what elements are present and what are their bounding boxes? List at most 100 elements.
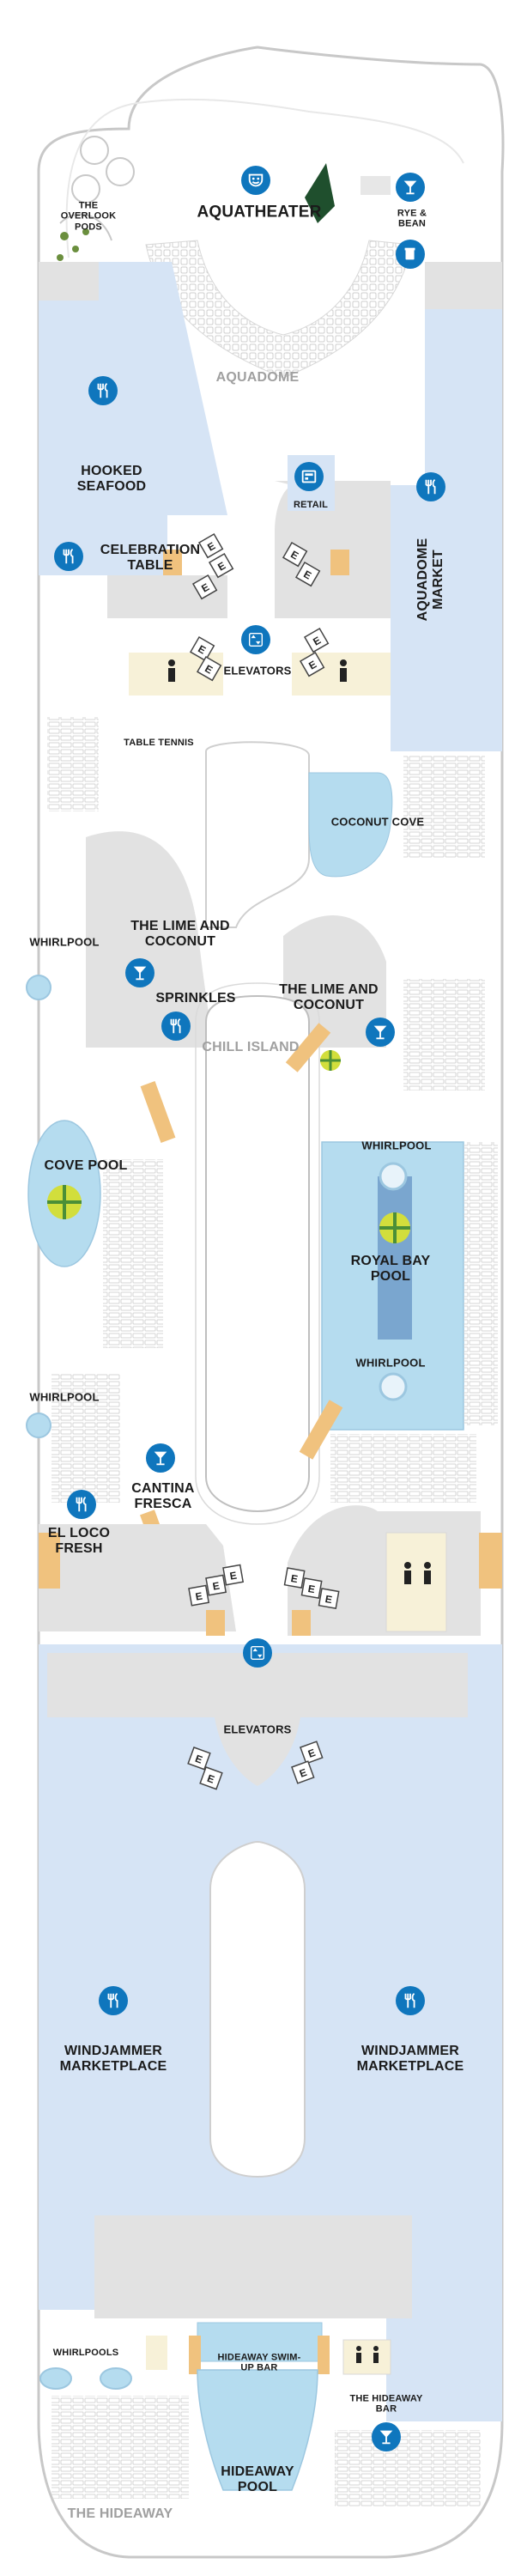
wood-walkway-2 bbox=[285, 1023, 331, 1072]
label-coconut-cove: COCONUT COVE bbox=[330, 815, 425, 829]
bow-outline bbox=[65, 98, 464, 258]
label-lime-coconut-2: THE LIME AND COCONUT bbox=[279, 982, 379, 1012]
dining-icon bbox=[88, 376, 118, 405]
label-celebration-table: CELEBRATION TABLE bbox=[100, 543, 201, 573]
elevator-icon bbox=[241, 625, 270, 654]
umbrella-royal-bay bbox=[379, 1212, 410, 1243]
label-hideaway-bar: THE HIDEAWAY BAR bbox=[349, 2393, 423, 2415]
coffee-icon bbox=[396, 240, 425, 269]
hideaway-whirlpool-2 bbox=[100, 2367, 132, 2390]
label-chill-island: CHILL ISLAND bbox=[202, 1040, 300, 1055]
loungers-right-mid bbox=[403, 979, 485, 1091]
fwd-stair-left bbox=[163, 550, 182, 575]
aquatheater-platform bbox=[360, 176, 391, 195]
dining-icon bbox=[54, 542, 83, 571]
label-hideaway-pool: HIDEAWAY POOL bbox=[221, 2464, 294, 2494]
restroom-figures bbox=[168, 659, 431, 2363]
chill-island-left bbox=[86, 831, 215, 1048]
cocktail-icon bbox=[372, 2422, 401, 2451]
dining-icon bbox=[416, 472, 445, 501]
wood-walkway-1 bbox=[140, 1081, 176, 1143]
theater-icon bbox=[241, 166, 270, 195]
hideaway-loungers bbox=[52, 2396, 189, 2499]
elevators-fwd-group: E E E E E E E E E bbox=[189, 532, 330, 682]
label-aquadome-market: AQUADOME MARKET bbox=[415, 538, 445, 622]
bow-grey-left bbox=[39, 262, 99, 301]
label-windjammer-1: WINDJAMMER MARKETPLACE bbox=[59, 2044, 167, 2074]
elevator-letter: E bbox=[324, 1593, 333, 1606]
label-whirlpool-3: WHIRLPOOL bbox=[355, 1356, 426, 1370]
elevator-icon bbox=[243, 1638, 272, 1668]
retail-icon bbox=[294, 462, 324, 491]
loungers-royal-bay bbox=[464, 1142, 498, 1425]
label-whirlpools: WHIRLPOOLS bbox=[52, 2347, 119, 2358]
whirlpool-circle-1 bbox=[26, 975, 52, 1000]
label-royal-bay-pool: ROYAL BAY POOL bbox=[350, 1254, 431, 1284]
dining-icon bbox=[161, 1012, 191, 1041]
whirlpool-circle-2 bbox=[379, 1162, 408, 1191]
elevator-letter: E bbox=[229, 1570, 238, 1583]
hideaway-stair-left bbox=[146, 2336, 167, 2370]
loungers-fwd-right bbox=[403, 756, 485, 859]
aquatheater-stage bbox=[305, 163, 335, 223]
center-island-ring bbox=[195, 982, 320, 1525]
aft-stair-small-left bbox=[206, 1610, 225, 1636]
hideaway-pool-water bbox=[197, 2369, 318, 2491]
label-whirlpool-1: WHIRLPOOL bbox=[29, 935, 100, 949]
hideaway-restroom bbox=[342, 2339, 391, 2375]
hideaway-wood-left bbox=[189, 2336, 201, 2374]
coconut-cove-pool bbox=[308, 772, 393, 878]
loungers-royal-lower bbox=[330, 1434, 476, 1503]
windjammer-center-void bbox=[209, 1840, 306, 2178]
loungers-left-lower bbox=[52, 1374, 120, 1503]
whirlpool-circle-4 bbox=[26, 1413, 52, 1438]
umbrella-top bbox=[320, 1050, 341, 1071]
dining-icon bbox=[396, 1986, 425, 2015]
royal-bay-inner bbox=[378, 1176, 412, 1340]
loungers-fwd-left bbox=[47, 717, 99, 811]
label-aquadome: AQUADOME bbox=[215, 370, 300, 386]
hideaway-wood-right bbox=[318, 2336, 330, 2374]
plants bbox=[57, 228, 89, 261]
aft-stair-small-right bbox=[292, 1610, 311, 1636]
aft-stair-right bbox=[479, 1533, 502, 1589]
aft-core-right bbox=[288, 1505, 481, 1636]
hideaway-whirlpool-1 bbox=[39, 2367, 72, 2390]
cocktail-icon bbox=[366, 1018, 395, 1047]
windjammer-grey-bottom bbox=[94, 2215, 412, 2318]
cocktail-icon bbox=[125, 958, 154, 987]
label-whirlpool-2: WHIRLPOOL bbox=[361, 1139, 432, 1152]
label-hooked-seafood: HOOKED SEAFOOD bbox=[76, 464, 147, 494]
chill-island-right bbox=[283, 915, 386, 1048]
label-cantina-fresca: CANTINA FRESCA bbox=[131, 1481, 195, 1511]
label-the-hideaway: THE HIDEAWAY bbox=[67, 2506, 173, 2522]
windjammer-grey-top bbox=[47, 1653, 468, 1786]
aft-restroom bbox=[385, 1532, 447, 1632]
dining-icon bbox=[99, 1986, 128, 2015]
label-overlook-pods: THE OVERLOOK PODS bbox=[60, 200, 117, 233]
label-aquatheater: AQUATHEATER bbox=[197, 203, 322, 222]
label-elevators-fwd: ELEVATORS bbox=[223, 664, 292, 677]
cocktail-icon bbox=[396, 173, 425, 202]
umbrella-cove bbox=[47, 1185, 82, 1219]
elevator-letter: E bbox=[307, 1583, 316, 1595]
cocktail-icon bbox=[146, 1443, 175, 1473]
elevators-aft-group: E E E E E E E E E E bbox=[187, 1564, 340, 1790]
center-island bbox=[205, 994, 310, 1513]
label-lime-coconut-1: THE LIME AND COCONUT bbox=[130, 919, 230, 949]
wood-walkway-3 bbox=[299, 1400, 343, 1460]
label-table-tennis: TABLE TENNIS bbox=[124, 737, 194, 748]
label-rye-bean: RYE & BEAN bbox=[397, 208, 427, 229]
central-walkway bbox=[205, 741, 310, 928]
label-windjammer-2: WINDJAMMER MARKETPLACE bbox=[356, 2044, 464, 2074]
label-retail: RETAIL bbox=[293, 499, 329, 510]
fwd-stair-right bbox=[330, 550, 349, 575]
hideaway-bar-area bbox=[197, 2322, 323, 2362]
aquadome-market-area bbox=[391, 262, 502, 751]
loungers-left-mid bbox=[103, 1159, 163, 1348]
hideaway-loungers-right bbox=[335, 2430, 481, 2507]
aft-stair-left bbox=[39, 1533, 60, 1589]
elevator-letter: E bbox=[212, 1580, 221, 1593]
dining-icon bbox=[67, 1490, 96, 1519]
